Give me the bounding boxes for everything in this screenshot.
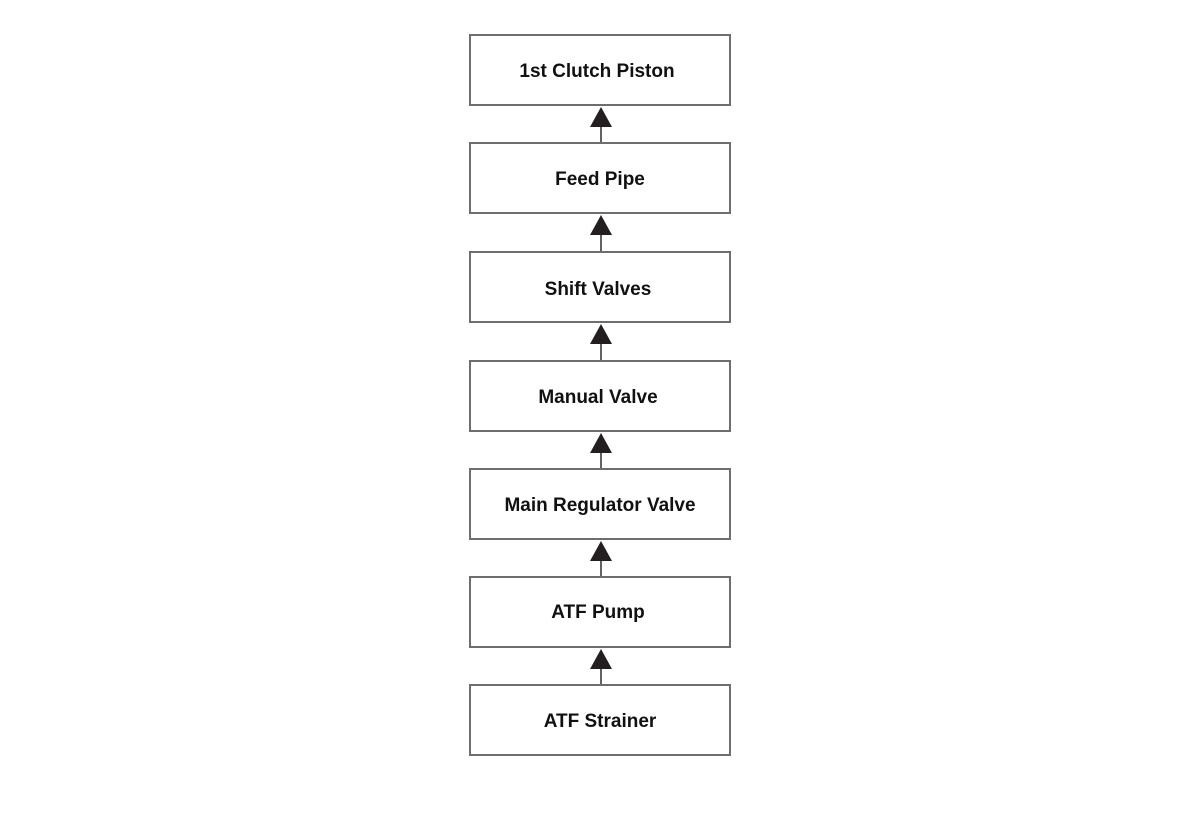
flow-arrow-head: [590, 433, 612, 453]
node-label: Main Regulator Valve: [504, 495, 695, 516]
node-box: [469, 576, 731, 648]
flow-arrow-head: [590, 215, 612, 235]
node-label: Shift Valves: [545, 279, 652, 300]
node-manual-valve: Manual Valve: [469, 360, 731, 432]
flow-arrow-head: [590, 649, 612, 669]
node-label: Manual Valve: [538, 387, 657, 408]
flow-arrow: [590, 324, 612, 361]
node-label: Feed Pipe: [555, 169, 645, 190]
node-1st-clutch-piston: 1st Clutch Piston: [469, 34, 731, 106]
node-feed-pipe: Feed Pipe: [469, 142, 731, 214]
node-box: [469, 142, 731, 214]
node-shift-valves: Shift Valves: [469, 251, 731, 323]
flow-arrow: [590, 649, 612, 685]
node-main-regulator-valve: Main Regulator Valve: [469, 468, 731, 540]
flow-arrow: [590, 433, 612, 469]
node-box: [469, 684, 731, 756]
flow-arrow-head: [590, 541, 612, 561]
node-label: ATF Strainer: [544, 711, 657, 732]
node-label: ATF Pump: [551, 602, 645, 623]
edges-layer: [590, 107, 612, 685]
node-box: [469, 468, 731, 540]
flow-arrow-head: [590, 107, 612, 127]
node-label: 1st Clutch Piston: [519, 61, 674, 82]
flow-arrow: [590, 215, 612, 252]
flow-arrow: [590, 541, 612, 577]
node-atf-strainer: ATF Strainer: [469, 684, 731, 756]
node-box: [469, 34, 731, 106]
node-box: [469, 360, 731, 432]
node-box: [469, 251, 731, 323]
node-atf-pump: ATF Pump: [469, 576, 731, 648]
nodes-layer: 1st Clutch Piston Feed Pipe Shift Valves…: [469, 34, 731, 756]
flow-arrow: [590, 107, 612, 143]
flow-arrow-head: [590, 324, 612, 344]
